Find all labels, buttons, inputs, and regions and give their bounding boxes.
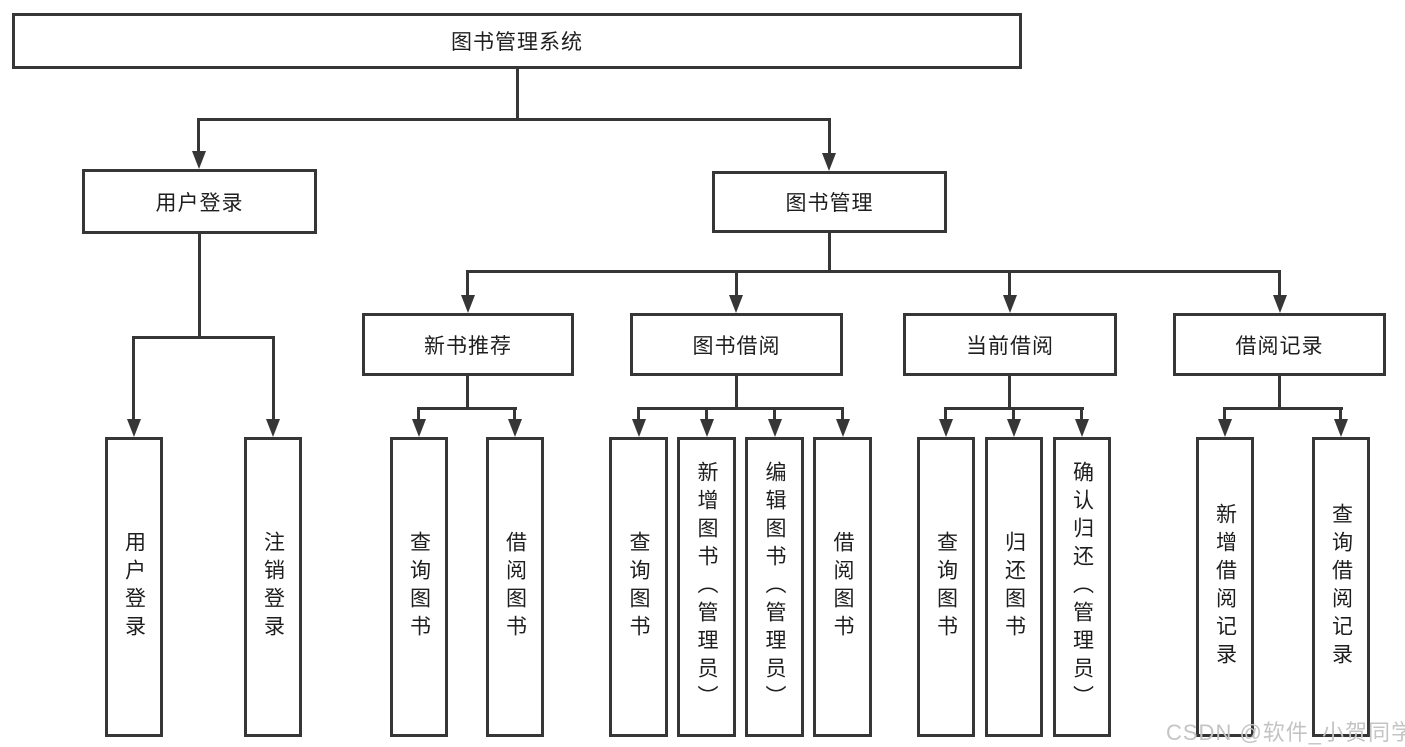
leaf-logout-label: 注销登录	[261, 531, 285, 643]
leaf-nbr-borrow-book-label: 借阅图书	[503, 531, 527, 643]
connector-line	[1278, 376, 1281, 407]
connector-line	[198, 234, 201, 336]
connector-line	[197, 118, 200, 152]
connector-line	[466, 270, 1281, 273]
leaf-cb-confirm-return-admin: 确认归还（管理员）	[1053, 437, 1111, 737]
csdn-watermark: CSDN @软件_小贺同学	[1166, 720, 1405, 745]
leaf-br-add-record: 新增借阅记录	[1196, 437, 1254, 737]
arrow-down-icon	[822, 153, 836, 171]
connector-line	[1008, 376, 1011, 407]
node-user-login-label: 用户登录	[155, 191, 244, 215]
connector-line	[272, 336, 275, 420]
leaf-cb-confirm-return-admin-label: 确认归还（管理员）	[1070, 461, 1094, 713]
node-book-management-label: 图书管理	[785, 192, 874, 215]
leaf-user-login: 用户登录	[105, 437, 163, 737]
leaf-cb-query-book-label: 查询图书	[934, 531, 958, 643]
connector-line	[1223, 407, 1226, 420]
leaf-cb-return-book-label: 归还图书	[1002, 531, 1026, 643]
connector-line	[773, 407, 776, 420]
leaf-bb-edit-book-admin-label: 编辑图书（管理员）	[763, 461, 786, 713]
leaf-cb-return-book: 归还图书	[985, 437, 1043, 737]
leaf-br-query-record: 查询借阅记录	[1312, 437, 1370, 737]
leaf-user-login-label: 用户登录	[122, 531, 146, 643]
connector-line	[1080, 407, 1083, 420]
connector-line	[944, 407, 947, 420]
leaf-br-query-record-label: 查询借阅记录	[1329, 503, 1353, 671]
connector-line	[637, 407, 844, 410]
arrow-down-icon	[729, 295, 743, 313]
leaf-br-add-record-label: 新增借阅记录	[1213, 503, 1237, 671]
node-new-book-recommend: 新书推荐	[362, 313, 574, 376]
node-book-borrow-label: 图书借阅	[692, 334, 781, 358]
leaf-bb-edit-book-admin: 编辑图书（管理员）	[745, 437, 804, 737]
connector-line	[637, 407, 640, 420]
leaf-bb-query-book: 查询图书	[609, 437, 668, 737]
connector-line	[417, 407, 420, 420]
arrow-down-icon	[1218, 419, 1232, 437]
leaf-nbr-query-book: 查询图书	[390, 437, 448, 737]
connector-line	[513, 407, 516, 420]
leaf-cb-query-book: 查询图书	[917, 437, 975, 737]
connector-line	[133, 336, 275, 339]
node-borrow-records-label: 借阅记录	[1235, 334, 1324, 358]
leaf-nbr-borrow-book: 借阅图书	[486, 437, 544, 737]
connector-line	[417, 407, 517, 410]
arrow-down-icon	[1007, 419, 1021, 437]
connector-line	[828, 118, 831, 154]
leaf-bb-borrow-book: 借阅图书	[813, 437, 872, 737]
arrow-down-icon	[1334, 419, 1348, 437]
connector-line	[1278, 270, 1281, 296]
arrow-down-icon	[1075, 419, 1089, 437]
arrow-down-icon	[939, 419, 953, 437]
connector-line	[516, 69, 519, 118]
connector-line	[1223, 407, 1343, 410]
leaf-nbr-query-book-label: 查询图书	[407, 531, 431, 643]
leaf-bb-add-book-admin-label: 新增图书（管理员）	[695, 461, 718, 713]
node-current-borrow: 当前借阅	[903, 313, 1117, 376]
arrow-down-icon	[836, 419, 850, 437]
node-current-borrow-label: 当前借阅	[966, 334, 1054, 358]
arrow-down-icon	[412, 419, 426, 437]
node-root-label: 图书管理系统	[451, 31, 583, 54]
arrow-down-icon	[768, 419, 782, 437]
arrow-down-icon	[127, 419, 141, 437]
arrow-down-icon	[192, 151, 206, 169]
connector-line	[705, 407, 708, 420]
connector-line	[466, 376, 469, 407]
leaf-bb-query-book-label: 查询图书	[627, 531, 650, 643]
connector-line	[197, 118, 831, 121]
connector-line	[1339, 407, 1342, 420]
node-borrow-records: 借阅记录	[1173, 313, 1386, 376]
connector-line	[735, 270, 738, 296]
node-book-management: 图书管理	[712, 171, 947, 233]
leaf-bb-borrow-book-label: 借阅图书	[831, 531, 854, 643]
connector-line	[1008, 270, 1011, 296]
leaf-logout: 注销登录	[244, 437, 302, 737]
connector-line	[132, 336, 135, 420]
arrow-down-icon	[1003, 295, 1017, 313]
arrow-down-icon	[1273, 295, 1287, 313]
connector-line	[841, 407, 844, 420]
node-user-login: 用户登录	[82, 169, 317, 234]
arrow-down-icon	[461, 295, 475, 313]
node-book-borrow: 图书借阅	[630, 313, 843, 376]
arrow-down-icon	[632, 419, 646, 437]
arrow-down-icon	[508, 419, 522, 437]
connector-line	[466, 270, 469, 296]
node-root: 图书管理系统	[12, 13, 1022, 69]
arrow-down-icon	[266, 419, 280, 437]
node-new-book-recommend-label: 新书推荐	[424, 334, 512, 358]
arrow-down-icon	[700, 419, 714, 437]
connector-line	[735, 376, 738, 407]
connector-line	[1012, 407, 1015, 420]
connector-line	[828, 233, 831, 270]
leaf-bb-add-book-admin: 新增图书（管理员）	[677, 437, 736, 737]
